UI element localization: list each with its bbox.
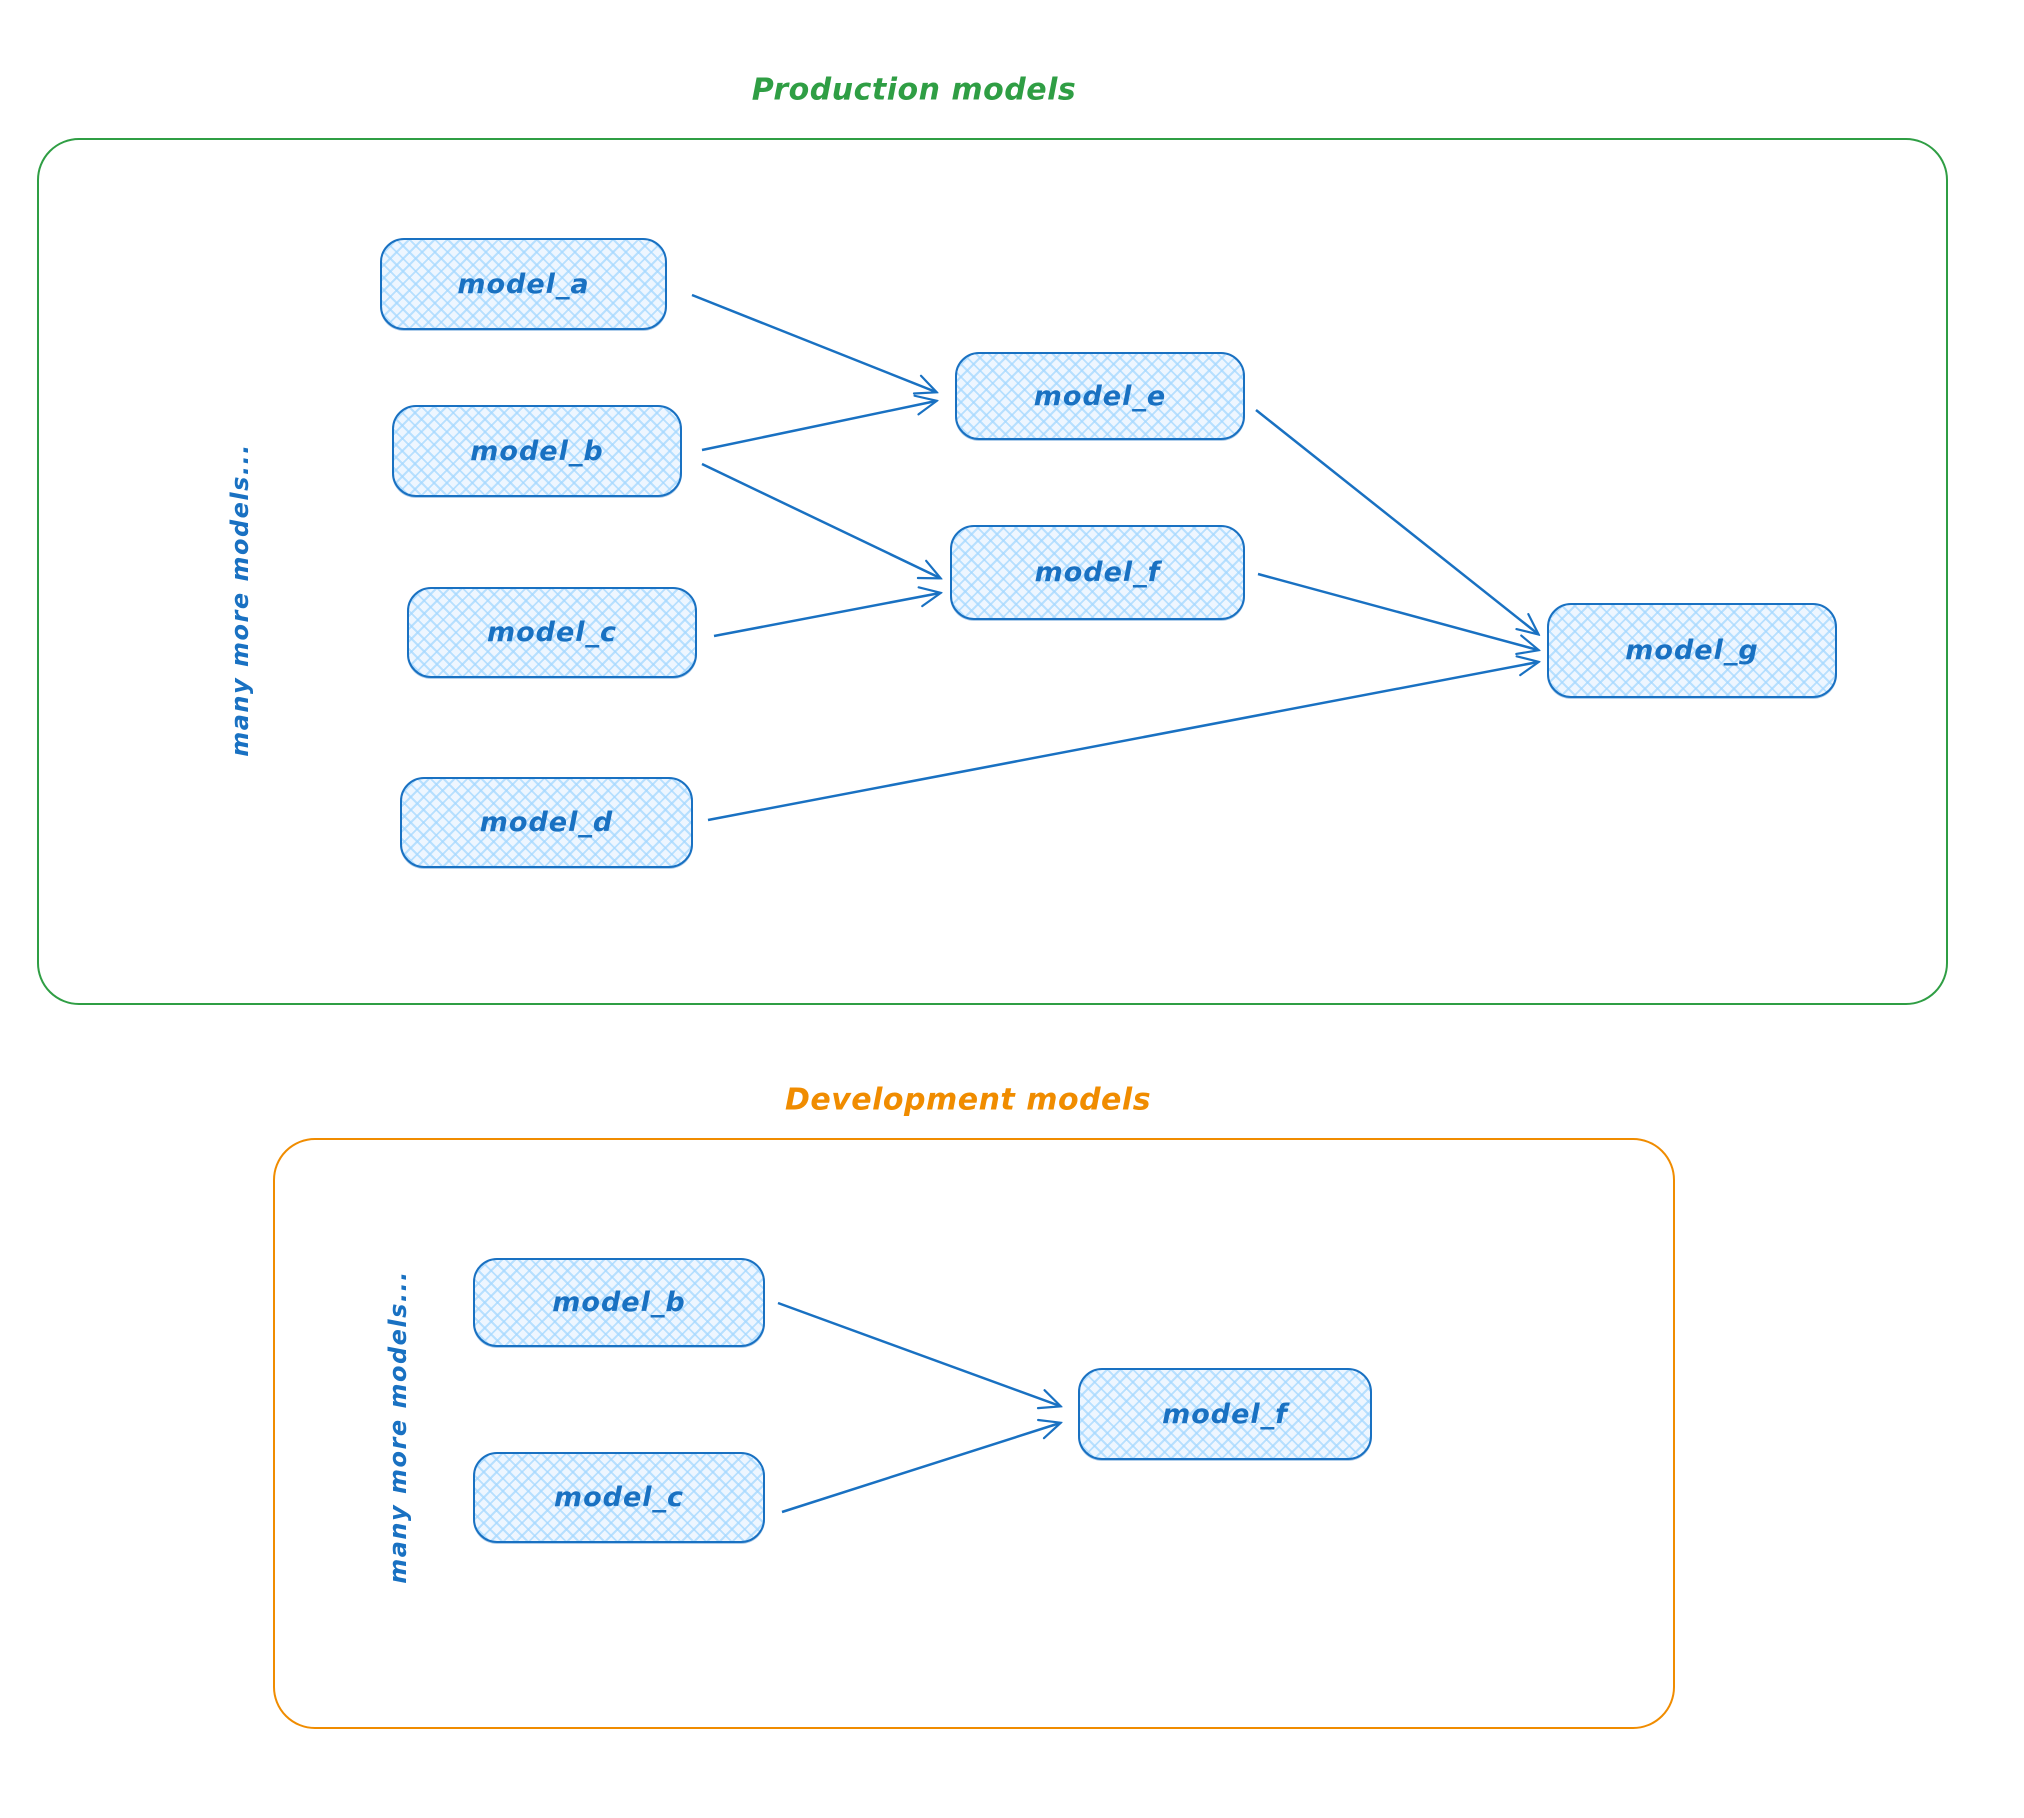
dev-node-model-b-label: model_b: [552, 1287, 686, 1318]
node-model-a-label: model_a: [457, 268, 590, 300]
node-model-b-label: model_b: [470, 435, 604, 467]
dev-node-model-f-label: model_f: [1162, 1398, 1288, 1430]
node-model-g-label: model_g: [1625, 635, 1759, 666]
production-frame: [37, 138, 1948, 1005]
development-frame: [273, 1138, 1675, 1729]
dev-node-model-c[interactable]: model_c: [473, 1452, 765, 1543]
node-model-b[interactable]: model_b: [392, 405, 682, 497]
node-model-e-label: model_e: [1033, 380, 1167, 412]
node-model-g[interactable]: model_g: [1547, 603, 1837, 698]
node-model-c[interactable]: model_c: [407, 587, 697, 678]
dev-node-model-b[interactable]: model_b: [473, 1258, 765, 1347]
dev-node-model-c-label: model_c: [553, 1482, 685, 1513]
node-model-a[interactable]: model_a: [380, 238, 667, 330]
node-model-f[interactable]: model_f: [950, 525, 1245, 620]
node-model-d-label: model_d: [479, 807, 614, 838]
node-model-f-label: model_f: [1034, 557, 1161, 588]
production-section-title: Production models: [751, 72, 1077, 108]
production-side-label: many more models...: [226, 443, 254, 757]
dev-node-model-f[interactable]: model_f: [1078, 1368, 1372, 1460]
node-model-d[interactable]: model_d: [400, 777, 693, 868]
development-side-label: many more models...: [384, 1270, 412, 1584]
node-model-e[interactable]: model_e: [955, 352, 1245, 440]
node-model-c-label: model_c: [486, 617, 618, 648]
development-section-title: Development models: [784, 1082, 1152, 1118]
